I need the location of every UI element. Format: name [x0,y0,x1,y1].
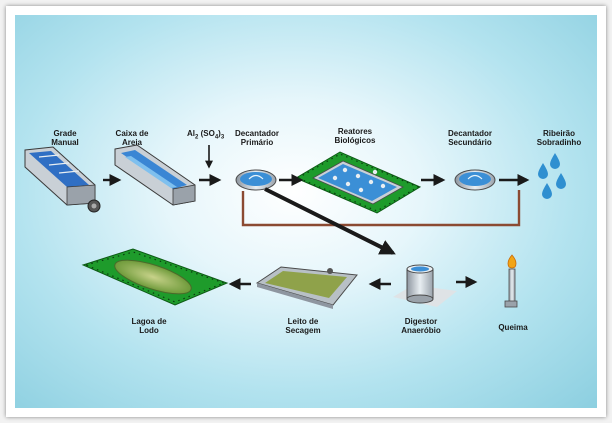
flare-unit [504,254,518,308]
water-drops-icon [538,153,566,199]
decantador-primario-unit [235,169,277,191]
process-diagram [24,144,566,309]
sludge-return-pipe [241,190,521,227]
sludge-to-digestor-arrow [264,187,396,255]
lagoa-lodo-unit [81,248,229,306]
grade-manual-unit [24,146,101,213]
reatores-biologicos-unit [294,151,422,214]
flow-arrows-bottom [228,276,478,290]
digestor-unit [393,264,457,307]
flame-icon [507,254,517,269]
reator-pad-dots [296,153,420,212]
leito-secagem-unit [255,266,358,309]
decantador-secundario-unit [454,169,496,191]
label-queima: Queima [498,323,528,332]
chemical-formula: Al2 (SO4)3 [187,129,225,141]
caixa-areia-unit [114,144,196,206]
